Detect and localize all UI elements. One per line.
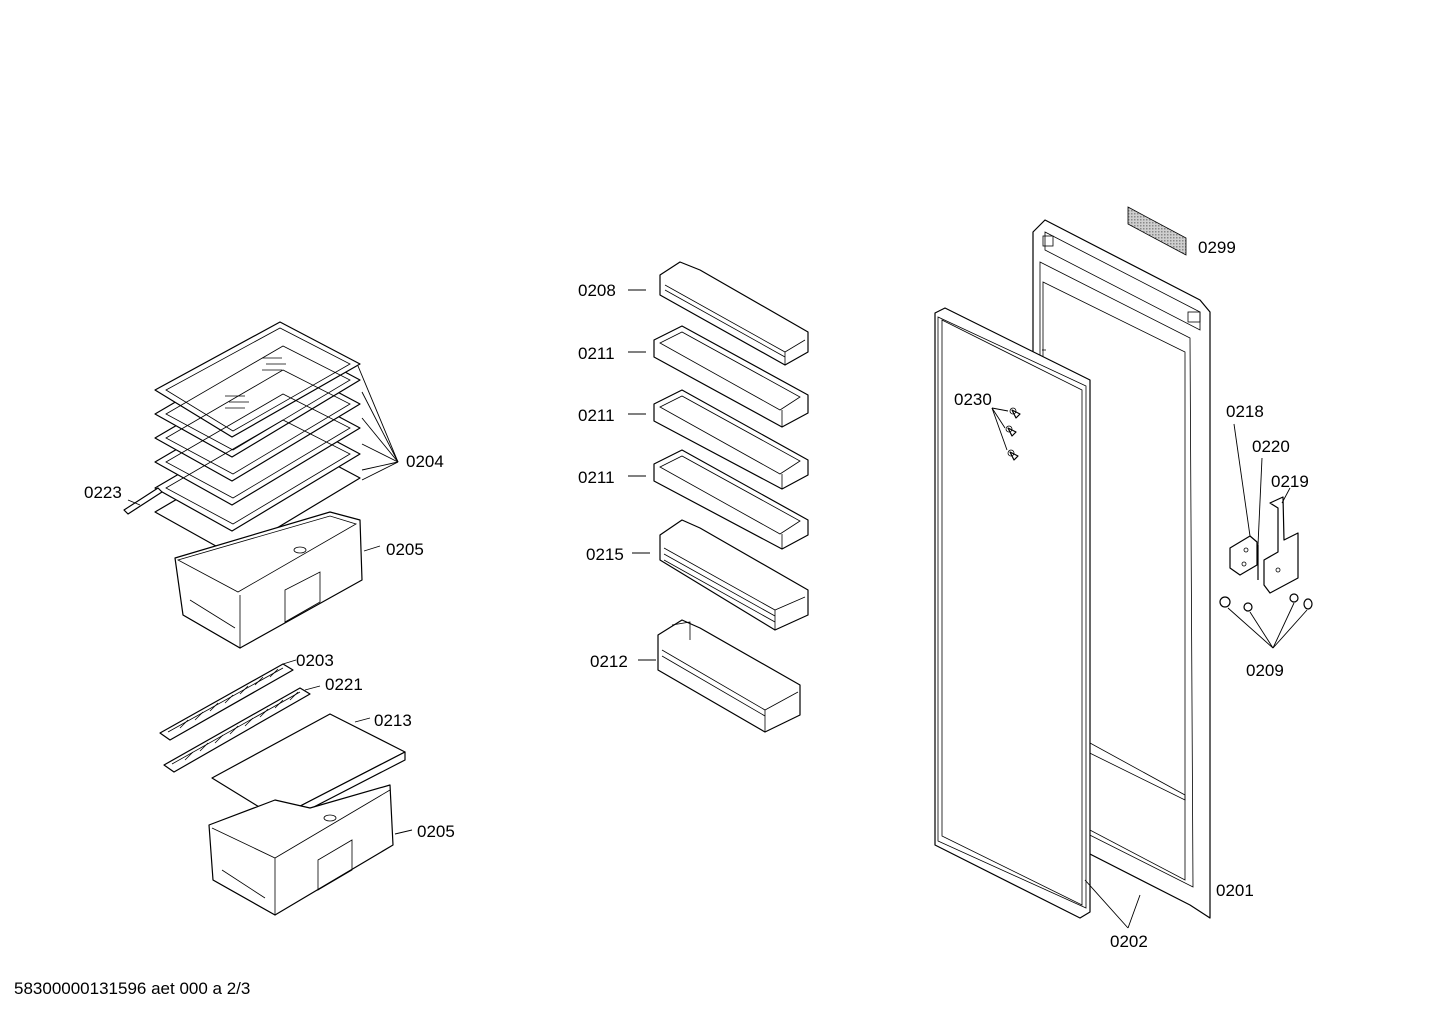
screws-0230: [1005, 407, 1021, 461]
label-0220: 0220: [1252, 437, 1290, 456]
bracket-0219: [1263, 496, 1299, 594]
label-0202: 0202: [1110, 932, 1148, 951]
door-bin-0211-1: [653, 325, 809, 428]
leader-0202: [1084, 879, 1141, 929]
fasteners-0209: [1219, 593, 1313, 612]
label-0208: 0208: [578, 281, 616, 300]
shelf-stack-0204: [154, 321, 361, 556]
drawer-lower-0205: [208, 784, 394, 916]
label-0221: 0221: [325, 675, 363, 694]
door-bin-0215: [659, 519, 809, 631]
label-plate-0299: [1127, 206, 1187, 256]
leader-0209: [1227, 602, 1308, 649]
label-0230: 0230: [954, 390, 992, 409]
label-0201: 0201: [1216, 881, 1254, 900]
label-0204: 0204: [406, 452, 444, 471]
rail-0203: [159, 663, 294, 741]
door-bin-0212: [657, 619, 801, 733]
hinge-0218: [1229, 535, 1258, 576]
label-0211-3: 0211: [578, 468, 615, 487]
door-bin-0211-3: [653, 449, 809, 550]
label-0219: 0219: [1271, 472, 1309, 491]
label-0213: 0213: [374, 711, 412, 730]
label-0205-upper: 0205: [386, 540, 424, 559]
strip-0223: [123, 487, 163, 515]
rail-0221: [163, 687, 311, 773]
door-bin-0211-2: [653, 389, 809, 490]
label-0211-2: 0211: [578, 406, 615, 425]
door-bin-0208: [659, 261, 809, 366]
label-0299: 0299: [1198, 238, 1236, 257]
drawing-reference: 58300000131596 aet 000 a 2/3: [14, 979, 251, 998]
label-0203: 0203: [296, 651, 334, 670]
leader-0204: [357, 365, 399, 481]
label-0223: 0223: [84, 483, 122, 502]
label-0218: 0218: [1226, 402, 1264, 421]
label-0211-1: 0211: [578, 344, 615, 363]
label-0205-lower: 0205: [417, 822, 455, 841]
drawer-upper-0205: [174, 511, 363, 649]
leader-0230: [991, 407, 1009, 451]
door-gasket-0202: [934, 307, 1091, 919]
label-0209: 0209: [1246, 661, 1284, 680]
label-0212: 0212: [590, 652, 628, 671]
label-0215: 0215: [586, 545, 624, 564]
